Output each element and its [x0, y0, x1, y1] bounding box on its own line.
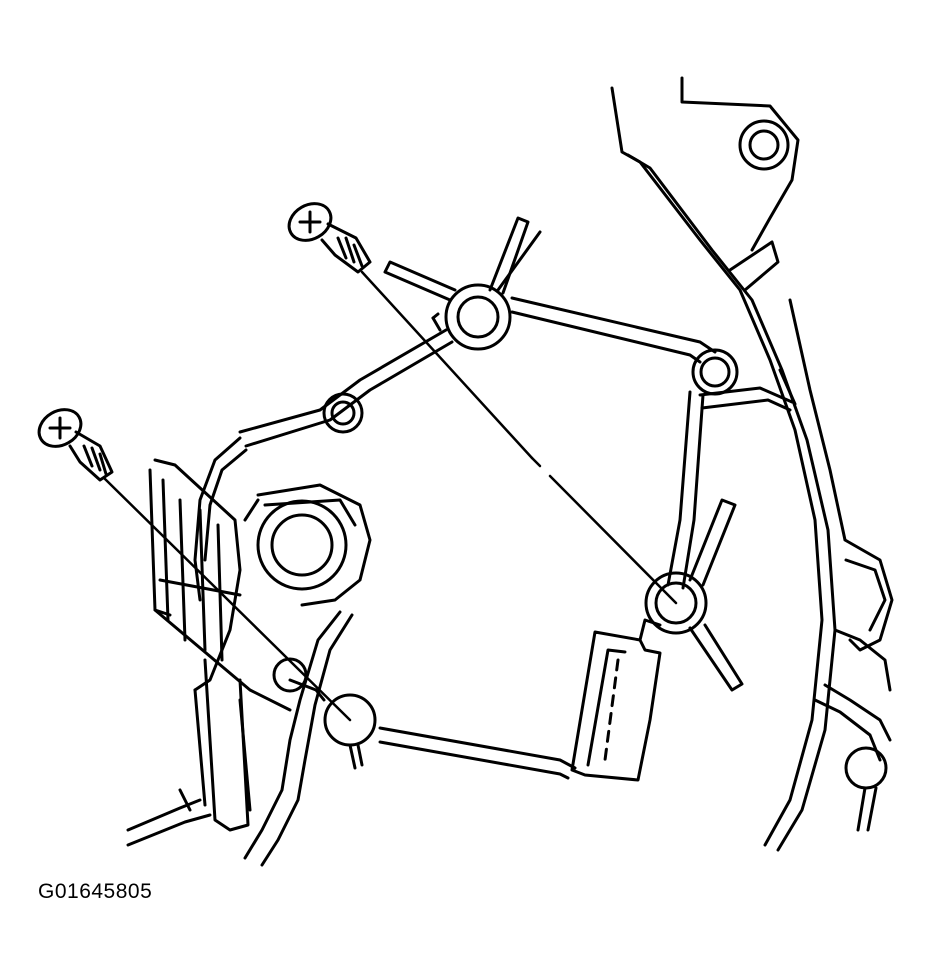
lower-screw [32, 402, 350, 720]
upper-screw [282, 196, 676, 603]
housing-cover [612, 78, 892, 850]
phillips-screw-icon [32, 402, 112, 480]
leader-line-lower [104, 478, 350, 720]
actuator-housing [128, 438, 375, 865]
leader-line-upper [362, 272, 532, 458]
phillips-screw-icon [282, 196, 370, 272]
figure-id-label: G01645805 [38, 880, 153, 903]
module-bracket [240, 218, 795, 780]
